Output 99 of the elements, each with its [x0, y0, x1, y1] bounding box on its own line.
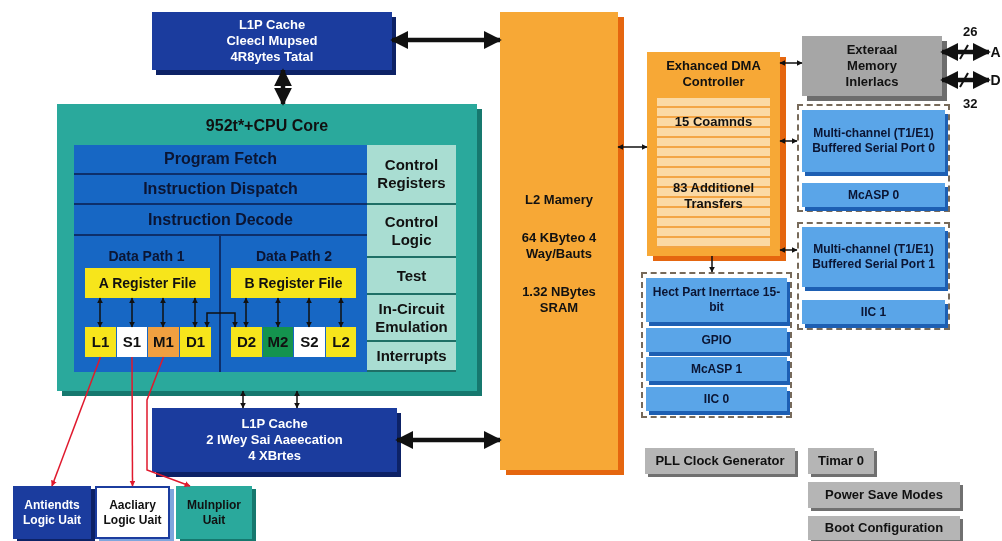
unit-label: S1 — [122, 331, 142, 352]
datapath-title: Data Path 2 — [255, 247, 333, 266]
datapath-panel — [74, 236, 221, 372]
dashed-group-frame — [797, 104, 950, 212]
peripheral-label: GPIO — [701, 332, 732, 348]
connector-arrow — [204, 312, 238, 328]
unit-name: Aacliary Logic Uait — [102, 497, 163, 528]
control-label: In-Circuit Emulation — [374, 299, 449, 336]
peripheral-label: Multi-channel (T1/E1) Buffered Serial Port 0 — [811, 126, 936, 156]
connector-arrow — [709, 255, 715, 273]
memory-label: L2 Mamery — [524, 192, 594, 208]
control-block — [367, 342, 456, 372]
system-label: Timar 0 — [818, 452, 864, 471]
connector-arrow — [275, 297, 281, 328]
stage-label: Instruction Decode — [148, 209, 293, 230]
connector-arrow — [779, 247, 798, 253]
register-file-bar — [85, 268, 210, 298]
connector-arrow — [192, 297, 198, 328]
control-block — [367, 205, 456, 258]
cache-label: 4R8ytes Tatal — [230, 49, 314, 65]
control-block — [367, 295, 456, 342]
connector-arrow — [160, 297, 166, 328]
signal-label: D — [990, 71, 1001, 90]
connector-arrow — [940, 71, 991, 89]
pipeline-stage-bar — [74, 175, 367, 205]
dashed-group-frame — [797, 222, 950, 330]
pipeline-stage-bar — [74, 205, 367, 236]
cache-label: L1P Cache — [241, 416, 308, 432]
stage-label: Program Fetch — [164, 149, 277, 169]
pointer-arrow — [146, 356, 191, 487]
unit-label: M2 — [267, 331, 289, 352]
connector-arrow — [243, 297, 249, 328]
dma-label: 83 Additionel Transfers — [671, 180, 756, 212]
functional-unit-tile — [294, 327, 325, 357]
connector-arrow — [395, 431, 502, 449]
peripheral-label: McASP 0 — [847, 187, 900, 203]
dma-label: Exhanced DMA Controller — [665, 58, 762, 90]
cache-label: 4 XBrtes — [248, 448, 301, 464]
peripheral-label: McASP 1 — [690, 361, 743, 377]
memory-label: 1.32 NBytes SRAM — [521, 284, 597, 316]
pipeline-stage-bar — [74, 145, 367, 175]
pointer-arrow — [129, 356, 136, 487]
unit-label: D2 — [236, 331, 257, 352]
stage-label: Instruction Dispatch — [143, 179, 298, 199]
system-block — [808, 516, 960, 540]
system-label: PLL Clock Generator — [655, 452, 785, 471]
peripheral-label: Multi-channel (T1/E1) Buffered Serial Port 1 — [811, 242, 936, 272]
connector-arrow — [779, 138, 798, 144]
system-label: Power Save Modes — [825, 486, 943, 505]
control-label: Test — [396, 266, 427, 285]
connector-arrow — [338, 297, 344, 328]
register-file-label: B Register File — [244, 273, 343, 293]
control-block — [367, 258, 456, 295]
functional-unit-tile — [85, 327, 116, 357]
connector-arrow — [97, 297, 103, 328]
unit-name: Antiendts Logic Uait — [22, 497, 82, 528]
connector-arrow — [129, 297, 135, 328]
unit-label: M1 — [153, 331, 174, 352]
cache-label: Cleecl Mupsed — [226, 33, 318, 49]
register-file-bar — [231, 268, 356, 298]
signal-label: A — [990, 43, 1001, 62]
control-label: Interrupts — [376, 347, 447, 365]
datapath-title: Data Path 1 — [108, 247, 185, 266]
connector-arrow — [306, 297, 312, 328]
peripheral-label: IIC 0 — [703, 391, 730, 407]
connector-arrow — [940, 43, 991, 61]
pointer-arrow — [51, 356, 102, 487]
unit-label: D1 — [185, 331, 206, 352]
system-label: Boot Configuration — [824, 519, 944, 538]
connector-arrow — [274, 68, 292, 106]
peripheral-label: IIC 1 — [860, 304, 887, 320]
system-block — [645, 448, 795, 474]
memory-label: 64 KByteo 4 Way/Bauts — [520, 230, 598, 262]
connector-arrow — [617, 144, 648, 150]
connector-arrow — [390, 31, 502, 49]
register-file-label: A Register File — [98, 273, 197, 293]
dma-label: 15 Coamnds — [673, 114, 754, 130]
dashed-group-frame — [641, 272, 792, 418]
system-block — [808, 448, 874, 474]
interface-label: Exteraal Memory Inlerlacs — [844, 42, 900, 90]
cache-label: 2 IWey Sai Aaeecation — [206, 432, 343, 448]
datapath-panel — [221, 236, 367, 372]
unit-label: L2 — [332, 331, 350, 352]
system-block — [808, 482, 960, 508]
signal-label: 32 — [963, 95, 978, 113]
peripheral-label: Hect Part Inerrtace 15-bit — [652, 285, 781, 315]
cache-label: L1P Cache — [238, 17, 306, 33]
connector-arrow — [294, 390, 300, 409]
unit-label: L1 — [91, 331, 110, 352]
signal-label: 26 — [963, 23, 978, 41]
unit-label: S2 — [300, 331, 319, 352]
control-label: Control Logic — [383, 212, 440, 249]
connector-arrow — [240, 390, 246, 409]
unit-name: Mulnplior Uait — [186, 497, 242, 528]
functional-unit-tile — [326, 327, 356, 357]
core-title: 952t*+CPU Core — [205, 116, 329, 136]
control-label: Control Registers — [376, 156, 447, 192]
control-block — [367, 145, 456, 205]
connector-arrow — [779, 60, 803, 66]
